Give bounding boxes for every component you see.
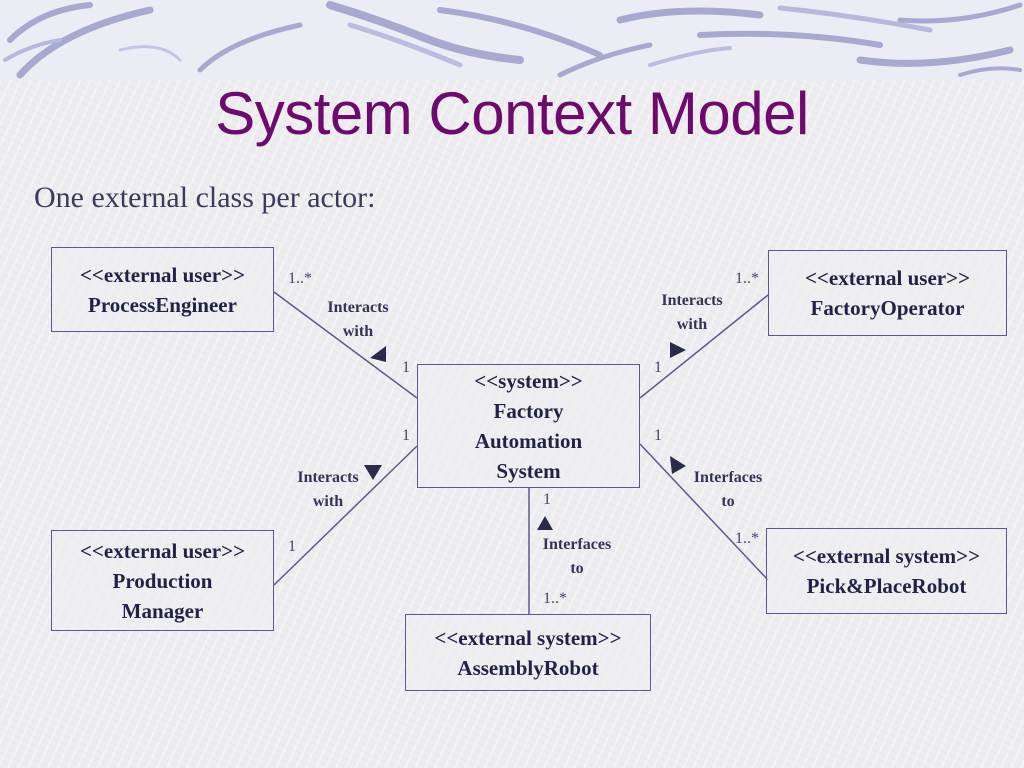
- label-line: with: [342, 323, 374, 340]
- class-box-factory-automation-system: <<system>> Factory Automation System: [417, 364, 640, 488]
- production-manager-name-line1: Production: [112, 568, 213, 593]
- label-line: with: [676, 316, 708, 333]
- assembly-robot-name: AssemblyRobot: [457, 655, 599, 680]
- header-banner: [0, 0, 1024, 80]
- association-label-assembly-robot: Interfaces to: [529, 533, 625, 581]
- label-line: with: [312, 493, 344, 510]
- system-name-line1: Factory: [493, 399, 564, 423]
- association-label-process-engineer: Interacts with: [312, 296, 404, 344]
- production-manager-name-line2: Manager: [121, 598, 204, 623]
- factory-operator-stereotype: <<external user>>: [804, 266, 971, 290]
- label-line: Interfaces: [693, 469, 763, 486]
- multiplicity-factory-operator-actor: 1..*: [735, 270, 759, 287]
- pick-place-robot-stereotype: <<external system>>: [792, 544, 981, 568]
- class-box-factory-operator: <<external user>> FactoryOperator: [768, 250, 1007, 336]
- class-box-pick-place-robot: <<external system>> Pick&PlaceRobot: [766, 528, 1007, 614]
- page-title: System Context Model: [215, 80, 809, 147]
- swirl-decoration: [3, 1, 1023, 79]
- label-line: to: [570, 560, 584, 577]
- arrow-icon: [670, 456, 686, 474]
- association-label-production-manager: Interacts with: [282, 466, 374, 514]
- association-line-pick-place-robot: [639, 443, 769, 581]
- multiplicity-process-engineer-system: 1: [402, 359, 410, 376]
- multiplicity-assembly-robot-actor: 1..*: [543, 590, 567, 607]
- class-box-assembly-robot: <<external system>> AssemblyRobot: [405, 614, 651, 691]
- association-line-process-engineer: [273, 291, 418, 399]
- assembly-robot-stereotype: <<external system>>: [434, 625, 622, 650]
- association-line-factory-operator: [639, 294, 769, 399]
- arrow-icon: [670, 342, 686, 358]
- pick-place-robot-name: Pick&PlaceRobot: [806, 574, 967, 598]
- process-engineer-stereotype: <<external user>>: [79, 262, 246, 287]
- production-manager-stereotype: <<external user>>: [79, 538, 246, 563]
- system-stereotype: <<system>>: [474, 369, 583, 393]
- process-engineer-name: ProcessEngineer: [88, 292, 237, 317]
- label-line: Interacts: [327, 299, 389, 316]
- association-label-pick-place-robot: Interfaces to: [680, 466, 776, 514]
- subtitle: One external class per actor:: [34, 181, 376, 214]
- association-line-production-manager: [273, 445, 418, 586]
- multiplicity-pick-place-robot-actor: 1..*: [735, 530, 759, 547]
- multiplicity-factory-operator-system: 1: [654, 359, 662, 376]
- multiplicity-assembly-robot-system: 1: [543, 491, 551, 508]
- arrow-icon: [370, 346, 386, 362]
- association-label-factory-operator: Interacts with: [646, 289, 738, 337]
- multiplicity-production-manager-actor: 1: [288, 538, 296, 555]
- system-name-line3: System: [496, 459, 561, 483]
- arrow-icon: [537, 516, 553, 530]
- multiplicity-production-manager-system: 1: [402, 427, 410, 444]
- label-line: Interacts: [661, 292, 723, 309]
- class-box-process-engineer: <<external user>> ProcessEngineer: [51, 247, 274, 332]
- label-line: Interfaces: [542, 536, 612, 553]
- label-line: Interacts: [297, 469, 359, 486]
- multiplicity-pick-place-robot-system: 1: [654, 427, 662, 444]
- factory-operator-name: FactoryOperator: [810, 296, 965, 320]
- system-name-line2: Automation: [474, 429, 583, 453]
- arrow-icon: [364, 465, 382, 480]
- multiplicity-process-engineer-actor: 1..*: [288, 270, 312, 287]
- label-line: to: [721, 493, 735, 510]
- class-box-production-manager: <<external user>> Production Manager: [51, 530, 274, 631]
